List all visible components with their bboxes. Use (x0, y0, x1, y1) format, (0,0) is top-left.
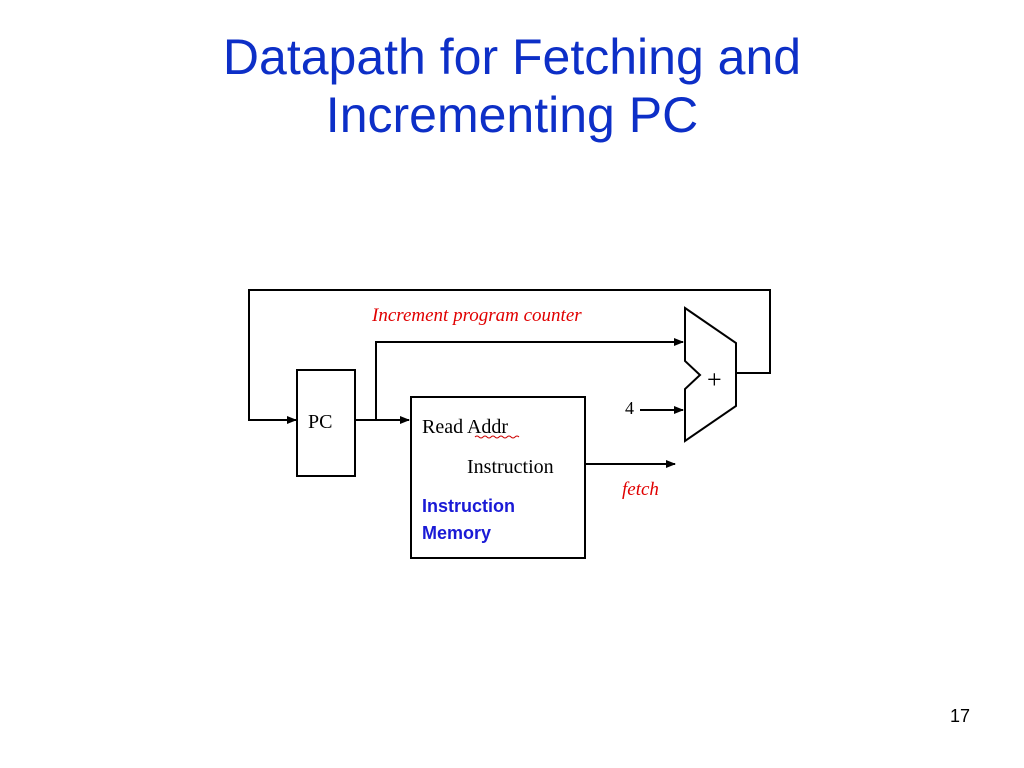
adder-plus-symbol: + (707, 365, 722, 394)
instruction-label: Instruction (467, 456, 554, 478)
page-title: Datapath for Fetching and Incrementing P… (0, 28, 1024, 144)
title-line-2: Incrementing PC (325, 87, 699, 143)
pc-register (296, 369, 356, 477)
pc-label: PC (308, 411, 332, 433)
memory-name-line-2: Memory (422, 523, 491, 543)
increment-label: Increment program counter (371, 305, 582, 326)
title-line-1: Datapath for Fetching and (222, 29, 802, 85)
feedback-wire (248, 289, 771, 424)
memory-name-line-1: Instruction (422, 496, 515, 516)
adder (684, 306, 737, 443)
fetch-label: fetch (622, 479, 659, 500)
page-number: 17 (949, 706, 970, 726)
spellcheck-squiggle (474, 435, 520, 439)
pc-to-adder-wire (375, 338, 684, 420)
constant-label: 4 (625, 398, 634, 418)
read-addr-label: Read Addr (422, 416, 508, 438)
instruction-memory (410, 396, 586, 559)
